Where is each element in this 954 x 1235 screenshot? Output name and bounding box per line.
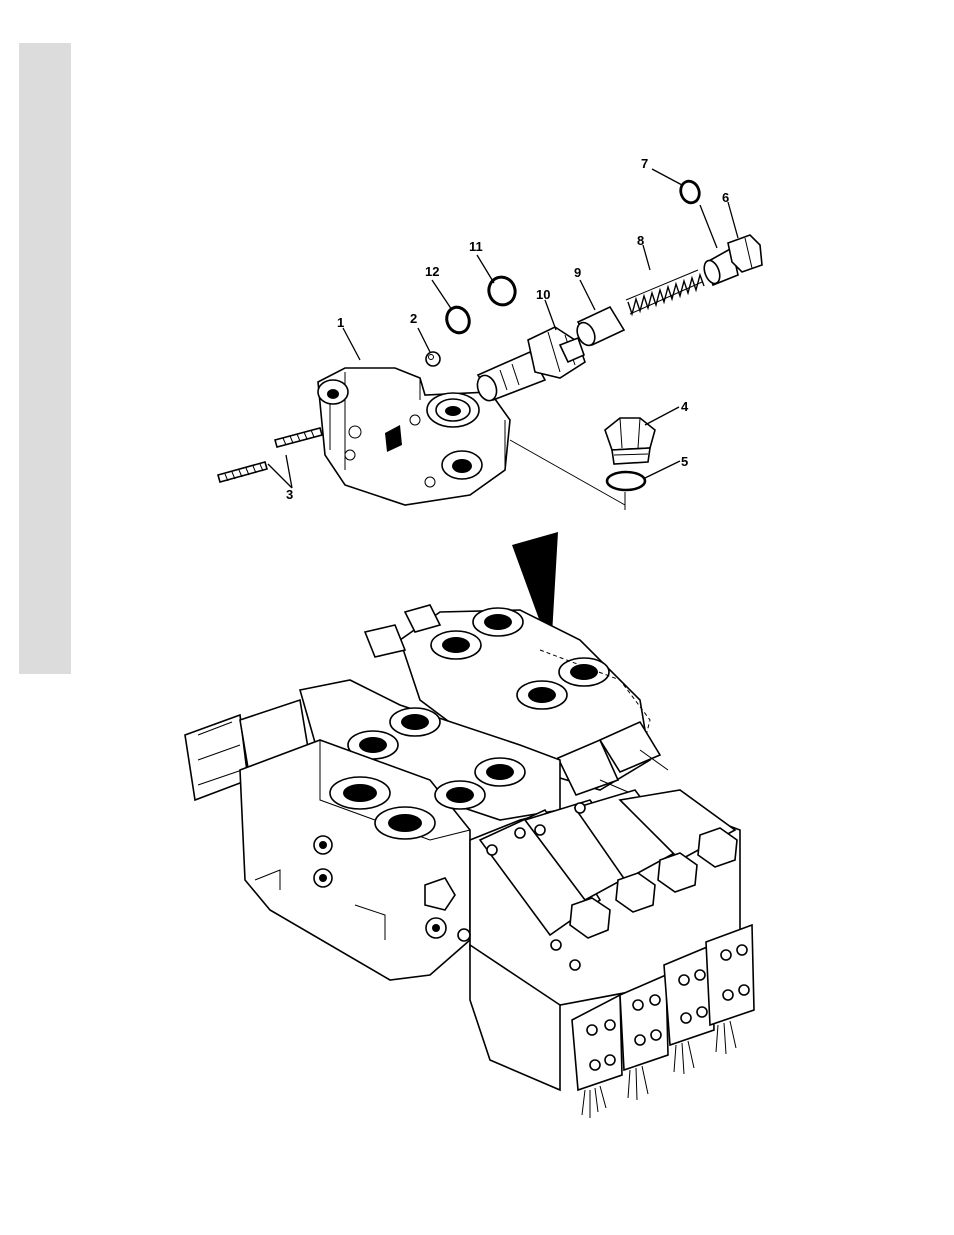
- o-ring-7-part: [678, 179, 702, 206]
- hex-cap-part: [701, 235, 762, 286]
- callout-11: 11: [469, 239, 483, 254]
- callout-8: 8: [637, 233, 644, 248]
- callout-3: 3: [286, 487, 293, 502]
- poppet-part: [574, 307, 624, 348]
- callout-10: 10: [536, 287, 550, 302]
- assembly-centerline: [510, 440, 625, 510]
- callout-5: 5: [681, 454, 688, 469]
- spring-part: [626, 270, 704, 314]
- callout-2: 2: [410, 311, 417, 326]
- callout-12: 12: [425, 264, 439, 279]
- assembled-valve-bank: [185, 605, 754, 1118]
- callout-1: 1: [337, 315, 344, 330]
- callout-4: 4: [681, 399, 689, 414]
- o-ring-5-part: [607, 472, 645, 490]
- hex-plug-part: [605, 418, 655, 464]
- o-ring-12-part: [443, 304, 473, 336]
- callout-7: 7: [641, 156, 648, 171]
- callout-6: 6: [722, 190, 729, 205]
- relief-valve-cartridge-part: [474, 327, 585, 403]
- o-ring-11-part: [485, 273, 519, 308]
- callout-9: 9: [574, 265, 581, 280]
- ball-part: [426, 352, 440, 366]
- tie-rod-studs-part: [218, 428, 322, 482]
